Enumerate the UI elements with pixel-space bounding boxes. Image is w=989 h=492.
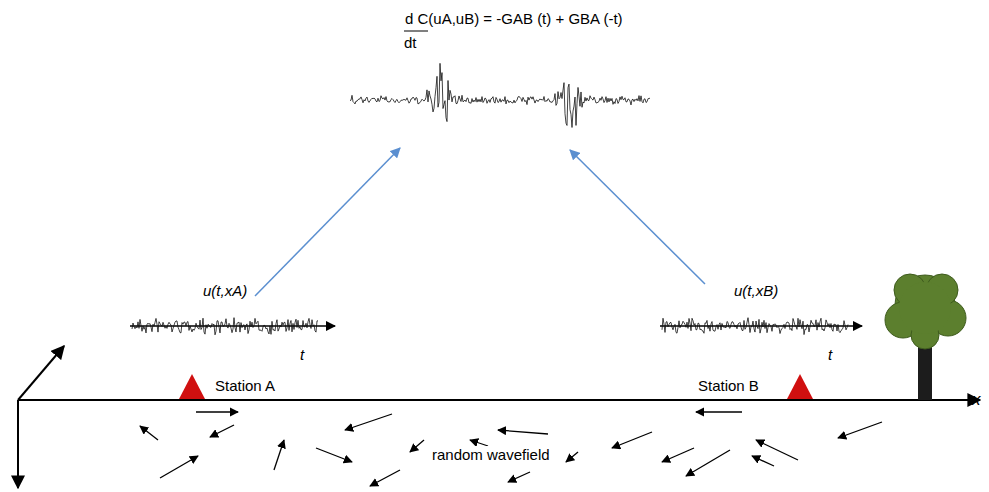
wave-arrow xyxy=(566,452,578,462)
station-label: Station B xyxy=(698,377,759,394)
axis-label: x xyxy=(972,390,981,410)
correlation-arrow xyxy=(255,148,400,296)
station-b-triangle xyxy=(787,374,813,399)
depth-axis xyxy=(17,400,19,488)
station-a-triangle xyxy=(179,374,205,399)
wave-arrow xyxy=(508,472,530,482)
wave-arrow xyxy=(752,456,774,466)
fraction-bar xyxy=(404,31,428,32)
wave-arrow xyxy=(196,411,238,412)
x-axis xyxy=(18,399,980,401)
wave-arrow xyxy=(410,440,424,452)
wave-arrow xyxy=(686,450,730,476)
formula-denominator: dt xyxy=(404,34,417,51)
wave-arrow xyxy=(662,448,694,462)
tree xyxy=(885,274,966,400)
wave-arrow xyxy=(210,425,234,437)
correlation-arrow xyxy=(570,150,705,284)
station-label: Station A xyxy=(215,377,275,394)
waveform xyxy=(662,318,848,335)
y-axis xyxy=(18,346,64,400)
wave-arrow xyxy=(370,470,400,486)
wave-arrow xyxy=(345,414,392,430)
wave-arrow xyxy=(612,432,652,448)
waveform xyxy=(350,63,650,127)
trace-label: u(t,xB) xyxy=(734,282,778,299)
wave-arrow xyxy=(160,456,198,478)
trace-label: u(t,xA) xyxy=(203,282,247,299)
time-label: t xyxy=(300,346,304,363)
wave-arrow xyxy=(316,448,352,462)
wave-arrow xyxy=(838,422,882,438)
wave-arrow xyxy=(274,440,284,470)
wave-arrow xyxy=(140,426,158,440)
wave-arrow xyxy=(696,411,742,412)
formula: d C(uA,uB) = -GAB (t) + GBA (-t) xyxy=(405,10,623,27)
time-label: t xyxy=(828,346,832,363)
wave-arrow xyxy=(756,440,798,460)
field-label: random wavefield xyxy=(430,446,552,463)
wave-arrow xyxy=(498,430,548,434)
waveform xyxy=(132,318,318,335)
